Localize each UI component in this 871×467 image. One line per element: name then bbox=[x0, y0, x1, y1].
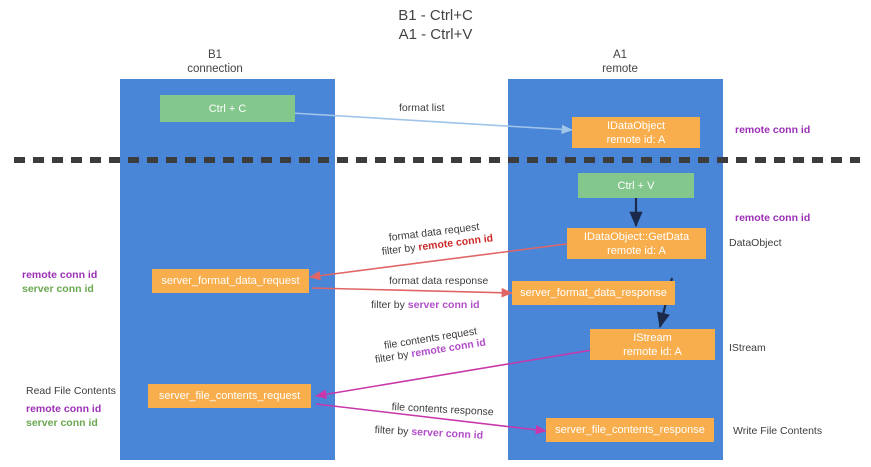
node-server-format-data-request[interactable]: server_format_data_request bbox=[152, 269, 309, 293]
filter-prefix: filter by bbox=[374, 348, 413, 366]
column-header-b1-line2: connection bbox=[187, 63, 243, 75]
edge-label-format-data-response-filter: filter by server conn id bbox=[371, 298, 480, 312]
annotation-left-server-conn-id-2: server conn id bbox=[26, 417, 98, 429]
annotation-left-server-conn-id: server conn id bbox=[22, 283, 94, 295]
annotation-remote-conn-id-top: remote conn id bbox=[735, 124, 811, 136]
node-server-file-contents-response[interactable]: server_file_contents_response bbox=[546, 418, 714, 442]
node-idataobject-label: IDataObject bbox=[606, 119, 666, 132]
column-header-a1-line2: remote bbox=[602, 63, 638, 75]
annotation-left-remote-conn-id-2: remote conn id bbox=[26, 403, 102, 415]
node-idataobject-getdata-label: IDataObject::GetData bbox=[583, 230, 690, 243]
edge-label-format-data-response: format data response bbox=[389, 274, 488, 288]
node-ctrl-c-label: Ctrl + C bbox=[208, 102, 247, 115]
node-idataobject-sublabel: remote id: A bbox=[606, 133, 666, 146]
column-header-b1-line1: B1 bbox=[207, 49, 223, 61]
annotation-read-file-contents: Read File Contents bbox=[26, 385, 116, 397]
arrow-format-data-response bbox=[311, 287, 513, 298]
edge-label-format-list: format list bbox=[399, 102, 445, 114]
node-server-format-data-response[interactable]: server_format_data_response bbox=[512, 281, 675, 305]
column-header-a1: A1 remote bbox=[550, 48, 690, 76]
node-idataobject-getdata-sublabel: remote id: A bbox=[607, 244, 666, 257]
node-istream-sublabel: remote id: A bbox=[623, 345, 682, 358]
node-server-file-contents-request-label: server_file_contents_request bbox=[158, 390, 301, 402]
filter-key-server-conn-id: server conn id bbox=[411, 425, 484, 442]
node-server-file-contents-request[interactable]: server_file_contents_request bbox=[148, 384, 311, 408]
column-header-a1-line1: A1 bbox=[612, 49, 628, 61]
column-header-b1: B1 connection bbox=[145, 48, 285, 76]
node-ctrl-c[interactable]: Ctrl + C bbox=[160, 95, 295, 122]
filter-prefix: filter by bbox=[381, 241, 420, 258]
filter-prefix: filter by bbox=[371, 299, 408, 311]
node-istream-label: IStream bbox=[633, 331, 672, 344]
edge-label-file-contents-response: file contents response bbox=[391, 400, 494, 419]
annotation-remote-conn-id-mid: remote conn id bbox=[735, 212, 811, 224]
node-server-file-contents-response-label: server_file_contents_response bbox=[555, 424, 705, 436]
node-server-format-data-response-label: server_format_data_response bbox=[520, 287, 667, 299]
annotation-left-remote-conn-id: remote conn id bbox=[22, 269, 98, 281]
annotation-istream: IStream bbox=[729, 342, 766, 354]
node-istream[interactable]: IStream remote id: A bbox=[590, 329, 715, 360]
title-line-1: B1 - Ctrl+C bbox=[398, 7, 473, 24]
filter-prefix: filter by bbox=[374, 423, 412, 438]
node-ctrl-v[interactable]: Ctrl + V bbox=[578, 173, 694, 198]
title-line-2: A1 - Ctrl+V bbox=[398, 26, 473, 43]
node-idataobject-getdata[interactable]: IDataObject::GetData remote id: A bbox=[567, 228, 706, 259]
annotation-write-file-contents: Write File Contents bbox=[733, 425, 823, 437]
filter-key-server-conn-id: server conn id bbox=[407, 299, 480, 311]
node-ctrl-v-label: Ctrl + V bbox=[617, 179, 655, 192]
node-server-format-data-request-label: server_format_data_request bbox=[161, 275, 300, 287]
edge-label-file-contents-response-filter: filter by server conn id bbox=[374, 423, 483, 443]
edge-label-file-contents-response-text: file contents response bbox=[391, 400, 494, 419]
annotation-dataobject: DataObject bbox=[729, 237, 782, 249]
diagram-title: B1 - Ctrl+C A1 - Ctrl+V bbox=[0, 6, 871, 44]
edge-label-format-data-response-text: format data response bbox=[389, 275, 489, 287]
node-idataobject[interactable]: IDataObject remote id: A bbox=[572, 117, 700, 148]
